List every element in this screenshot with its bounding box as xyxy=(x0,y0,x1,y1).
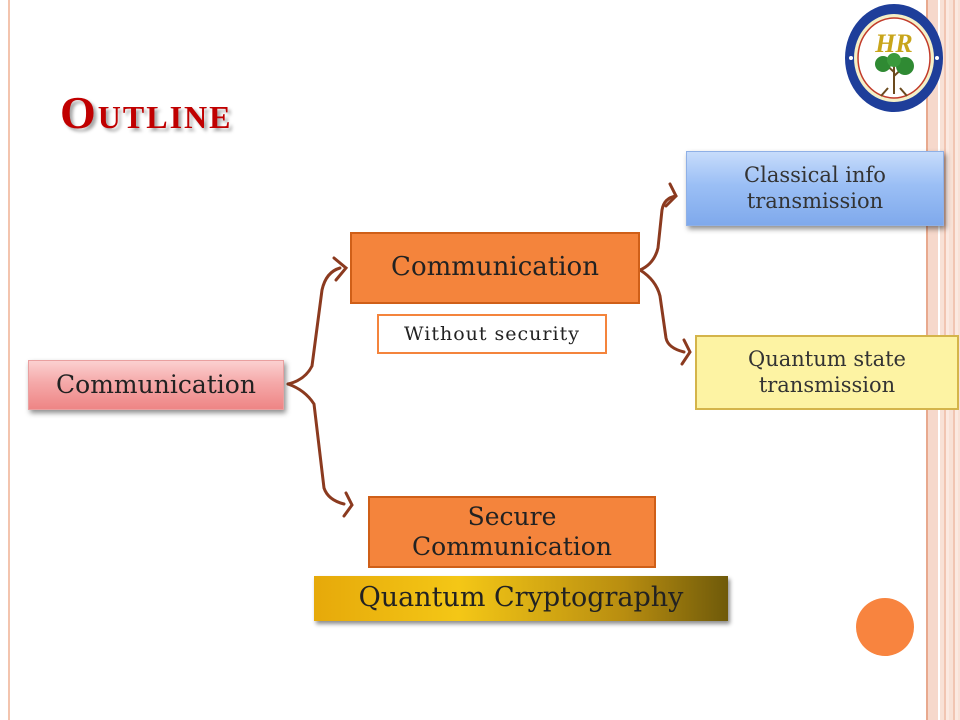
bracket-communication xyxy=(638,194,678,272)
hri-logo: HR xyxy=(845,4,943,112)
node-classical-info-transmission: Classical info transmission xyxy=(686,151,944,226)
bracket-root xyxy=(286,266,342,386)
arrowhead-classical xyxy=(664,182,678,208)
node-communication-root: Communication xyxy=(28,360,284,410)
node-quantum-cryptography: Quantum Cryptography xyxy=(314,576,728,621)
arrowhead-secure xyxy=(342,491,354,518)
label-without-security: Without security xyxy=(377,314,607,354)
node-communication: Communication xyxy=(350,232,640,304)
slide-frame-left xyxy=(8,0,10,720)
svg-text:HR: HR xyxy=(874,29,913,58)
arrowhead-quantum-state xyxy=(680,338,692,366)
accent-circle xyxy=(856,598,914,656)
node-quantum-state-transmission: Quantum state transmission xyxy=(695,335,959,410)
arrowhead-communication xyxy=(332,256,349,282)
node-secure-communication: Secure Communication xyxy=(368,496,656,568)
slide-title: Outline xyxy=(60,87,233,138)
